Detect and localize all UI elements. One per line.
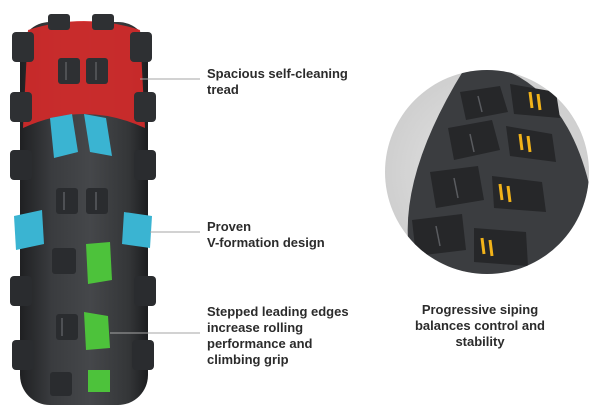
yellow-sipes [480, 91, 542, 257]
callout-progressive-siping: Progressive siping balances control and … [414, 302, 546, 349]
knob-sipes [61, 62, 97, 336]
callout-v-formation-design: Proven V-formation design [207, 219, 325, 250]
cyan-v-knobs [14, 114, 152, 250]
green-stepped-knobs [84, 242, 112, 392]
top-knobs [10, 14, 156, 122]
siping-zoom-detail [385, 70, 589, 274]
zoom-knobs [412, 84, 560, 266]
red-tread-zone [23, 21, 145, 128]
dark-sipes [435, 95, 483, 247]
middle-knobs [10, 150, 156, 396]
callout-stepped-leading-edges: Stepped leading edges increase rolling p… [207, 304, 349, 367]
leader-lines [110, 78, 200, 334]
callout-self-cleaning-tread: Spacious self-cleaning tread [207, 66, 348, 97]
tire-illustration [10, 14, 156, 405]
